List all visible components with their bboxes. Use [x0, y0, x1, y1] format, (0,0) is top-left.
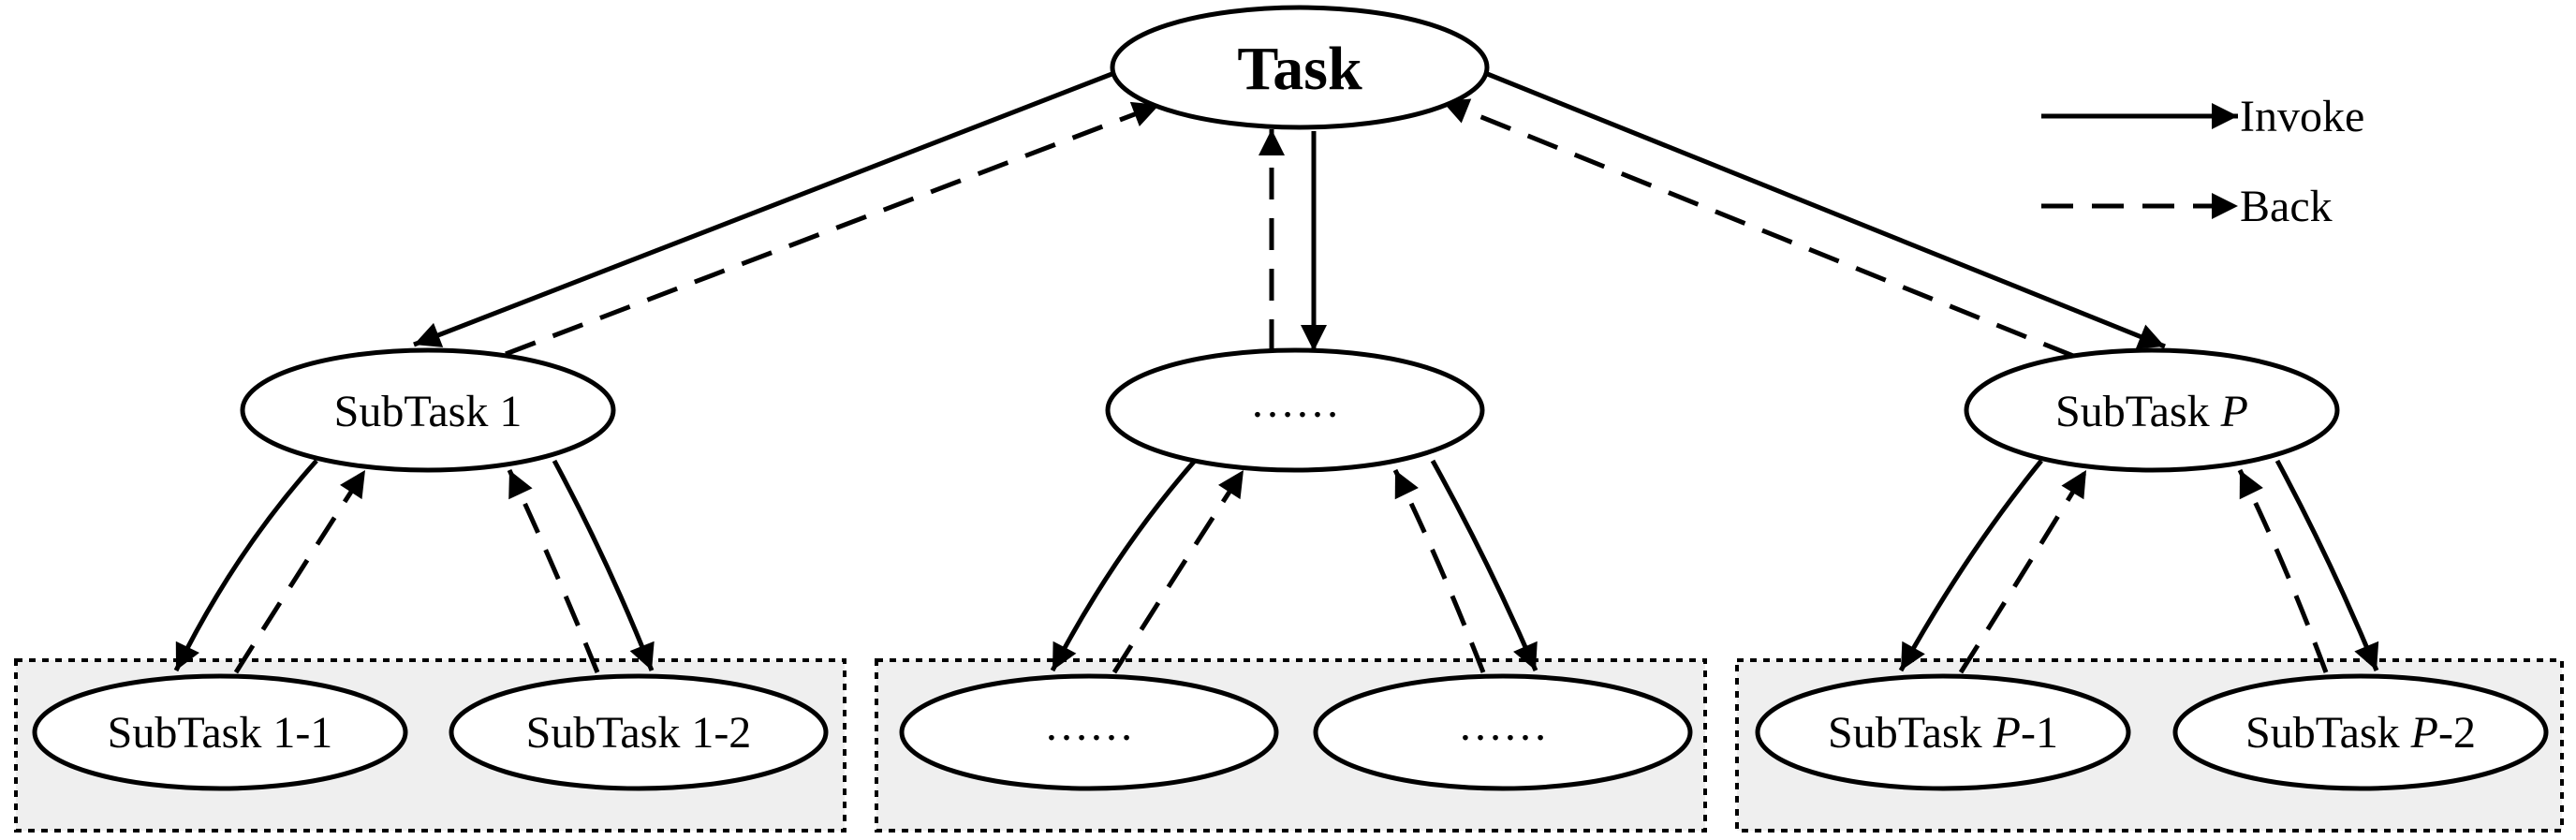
back-arrow-child-1-to-middle — [1111, 468, 1246, 674]
node-subtask-p: SubTask P — [1964, 347, 2340, 473]
invoke-arrow-middle-to-child-1 — [1050, 459, 1197, 672]
node-subtask-middle-label: …… — [1250, 377, 1340, 427]
node-subtask-1-label: SubTask 1 — [334, 387, 523, 436]
node-middle-child-1-label: …… — [1044, 700, 1134, 750]
node-subtask-1: SubTask 1 — [240, 347, 616, 473]
back-arrow-subtask-1-to-task — [505, 101, 1160, 357]
node-subtask-p-1-label: SubTask P-1 — [1828, 708, 2058, 758]
node-subtask-1-1: SubTask 1-1 — [32, 673, 408, 791]
node-subtask-p-2-label: SubTask P-2 — [2245, 708, 2476, 758]
node-subtask-1-1-label: SubTask 1-1 — [108, 708, 333, 758]
node-subtask-p-1: SubTask P-1 — [1755, 673, 2131, 791]
invoke-arrow-middle-to-child-2 — [1430, 459, 1538, 671]
legend: Invoke Back — [2041, 92, 2364, 231]
legend-back-label: Back — [2240, 182, 2333, 231]
invoke-arrow-task-to-subtask-1 — [413, 70, 1115, 347]
invoke-arrow-subtask-p-to-p-2 — [2274, 459, 2379, 671]
legend-invoke-label: Invoke — [2240, 92, 2364, 141]
node-subtask-p-2: SubTask P-2 — [2172, 673, 2549, 791]
node-subtask-1-2-label: SubTask 1-2 — [526, 708, 752, 758]
invoke-arrow-subtask-1-to-1-1 — [173, 459, 318, 672]
node-middle-child-2-label: …… — [1458, 700, 1548, 750]
back-arrow-subtask-p-to-task — [1441, 98, 2074, 359]
node-middle-child-2: …… — [1313, 673, 1693, 791]
node-task: Task — [1110, 5, 1490, 130]
node-subtask-1-2: SubTask 1-2 — [449, 673, 829, 791]
invoke-arrow-task-to-subtask-p — [1484, 70, 2166, 349]
back-arrow-1-2-to-subtask-1 — [507, 468, 600, 673]
back-arrow-child-2-to-middle — [1392, 468, 1486, 673]
node-task-label: Task — [1237, 35, 1362, 103]
node-subtask-p-label: SubTask P — [2055, 387, 2248, 436]
invoke-arrow-subtask-p-to-p-1 — [1898, 459, 2043, 672]
node-middle-child-1: …… — [899, 673, 1279, 791]
back-arrow-1-1-to-subtask-1 — [233, 468, 368, 674]
node-subtask-middle: …… — [1105, 347, 1485, 473]
invoke-arrow-subtask-1-to-1-2 — [552, 459, 655, 671]
back-arrow-p-1-to-subtask-p — [1958, 468, 2089, 674]
back-arrow-p-2-to-subtask-p — [2237, 468, 2329, 673]
